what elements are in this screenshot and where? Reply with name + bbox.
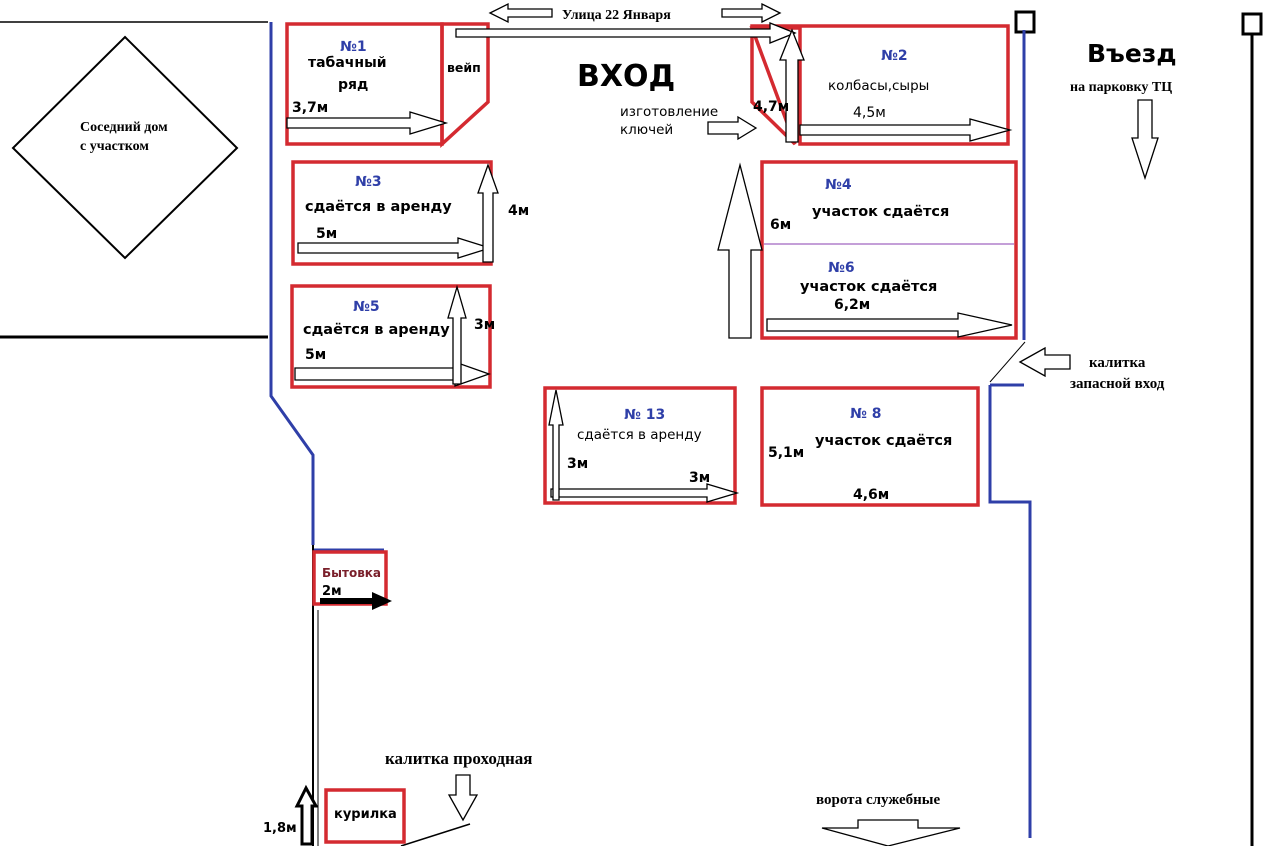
big-up-arrow-icon — [717, 162, 763, 339]
street-arrow-right-icon — [721, 2, 782, 24]
smoking-area[interactable] — [324, 788, 406, 844]
drive-in-title: Въезд — [1087, 39, 1177, 68]
post-icon — [1241, 12, 1263, 36]
plot-3-text: сдаётся в аренду — [305, 199, 452, 215]
plot-2-number: №2 — [881, 48, 908, 64]
dim-arrow-icon — [286, 111, 449, 135]
gate-pass-arrow-icon — [447, 774, 479, 822]
service-gate-label: ворота служебные — [816, 792, 941, 808]
gate-pass-swing — [400, 823, 471, 846]
plot-13-depth: 3м — [567, 456, 588, 472]
plot-1-extension[interactable] — [440, 22, 490, 148]
dim-arrow-icon — [320, 592, 392, 610]
plot-13-number: № 13 — [624, 407, 665, 423]
neighbor-line2: с участком — [80, 139, 149, 154]
plot-3-width: 5м — [316, 226, 337, 242]
shed-width: 2м — [322, 584, 342, 599]
gate-spare-line2: запасной вход — [1070, 376, 1165, 392]
plot-2[interactable] — [749, 24, 1010, 146]
dim-arrow-icon — [447, 284, 467, 385]
street-label: Улица 22 Января — [562, 8, 671, 23]
dim-arrow-icon — [779, 28, 805, 143]
plot-4-number: №4 — [825, 177, 852, 193]
drive-in-subtitle: на парковку ТЦ — [1070, 80, 1172, 95]
plot-6-number: №6 — [828, 260, 855, 276]
street-arrow-left-icon — [488, 2, 553, 24]
plot-8-width: 4,6м — [853, 487, 889, 503]
keys-arrow-icon — [707, 115, 758, 141]
neighbor-boundary — [0, 21, 268, 339]
plot-13-width: 3м — [689, 470, 710, 486]
plot-8[interactable] — [760, 386, 980, 507]
arrows — [286, 2, 1159, 846]
plot-4-6[interactable] — [760, 160, 1018, 340]
gate-spare-line1: калитка — [1089, 355, 1146, 371]
plot-2-depth: 4,7м — [753, 99, 789, 115]
entrance-label: ВХОД — [577, 59, 675, 94]
plot-1-number: №1 — [340, 39, 367, 55]
plot-8-depth: 5,1м — [768, 445, 804, 461]
shed-label: Бытовка — [322, 566, 381, 580]
dim-arrow-icon — [477, 163, 499, 263]
dim-arrow-icon — [297, 237, 493, 259]
dim-arrow-icon — [766, 312, 1013, 338]
plot-2-width: 4,5м — [853, 105, 886, 121]
dim-arrow-icon — [294, 784, 319, 846]
plot-13-text: сдаётся в аренду — [577, 427, 702, 443]
plot-3-number: №3 — [355, 174, 382, 190]
plot-8-number: № 8 — [850, 406, 881, 422]
post-icon — [1014, 10, 1036, 34]
service-gate-arrow-icon — [821, 819, 961, 846]
plot-6-width: 6,2м — [834, 297, 870, 313]
plot-4-text: участок сдаётся — [812, 204, 949, 220]
plot-5-depth: 3м — [474, 317, 495, 333]
gate-spare-swing — [989, 341, 1026, 383]
plot-1-line1: табачный — [308, 55, 387, 71]
keys-line2: ключей — [620, 122, 673, 138]
gate-pass-label: калитка проходная — [385, 749, 532, 768]
smoking-label: курилка — [334, 807, 397, 822]
neighbor-house-shape — [11, 35, 239, 260]
plot-5-text: сдаётся в аренду — [303, 322, 450, 338]
smoking-depth: 1,8м — [263, 821, 297, 836]
plot-6-text: участок сдаётся — [800, 279, 937, 295]
keys-line1: изготовление — [620, 104, 718, 120]
plot-1-line2: ряд — [338, 77, 368, 93]
dim-arrow-icon — [548, 389, 564, 501]
plot-3-depth: 4м — [508, 203, 529, 219]
market-fence — [269, 22, 1032, 838]
plot-1-extra: вейп — [447, 60, 481, 75]
plot-5-width: 5м — [305, 347, 326, 363]
dim-arrow-icon — [799, 118, 1013, 142]
plot-1-width: 3,7м — [292, 100, 328, 116]
dim-arrow-icon — [550, 483, 740, 503]
plot-5[interactable] — [290, 284, 492, 389]
plot-2-text: колбасы,сыры — [828, 78, 929, 94]
plot-5-number: №5 — [353, 299, 380, 315]
gate-spare-arrow-icon — [1018, 346, 1071, 378]
plot-13[interactable] — [543, 386, 737, 505]
drive-in-arrow-icon — [1131, 99, 1159, 181]
entry-street-arrow-icon — [455, 22, 797, 44]
neighbor-line1: Соседний дом — [80, 120, 168, 135]
plot-4-depth: 6м — [770, 217, 791, 233]
plot-8-text: участок сдаётся — [815, 433, 952, 449]
